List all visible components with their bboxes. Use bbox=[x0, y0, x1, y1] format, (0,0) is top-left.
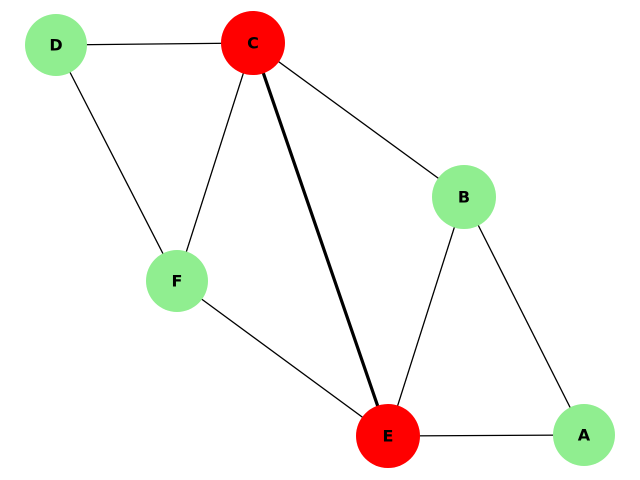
edge-F-E bbox=[176, 280, 389, 437]
edge-D-C bbox=[55, 42, 254, 46]
node-circle-D bbox=[25, 14, 87, 76]
edge-C-F bbox=[176, 42, 254, 282]
node-circle-E bbox=[356, 404, 420, 468]
edge-D-F bbox=[55, 44, 178, 282]
edge-E-A bbox=[387, 434, 585, 437]
edge-B-E bbox=[387, 196, 465, 437]
node-B: B bbox=[432, 165, 496, 229]
edge-C-E bbox=[251, 42, 390, 437]
node-C: C bbox=[221, 11, 285, 75]
node-A: A bbox=[553, 404, 615, 466]
node-circle-A bbox=[553, 404, 615, 466]
node-E: E bbox=[356, 404, 420, 468]
node-D: D bbox=[25, 14, 87, 76]
node-circle-F bbox=[146, 250, 208, 312]
node-F: F bbox=[146, 250, 208, 312]
node-circle-C bbox=[221, 11, 285, 75]
node-circle-B bbox=[432, 165, 496, 229]
edge-C-B bbox=[252, 42, 465, 198]
edge-B-A bbox=[463, 196, 585, 436]
